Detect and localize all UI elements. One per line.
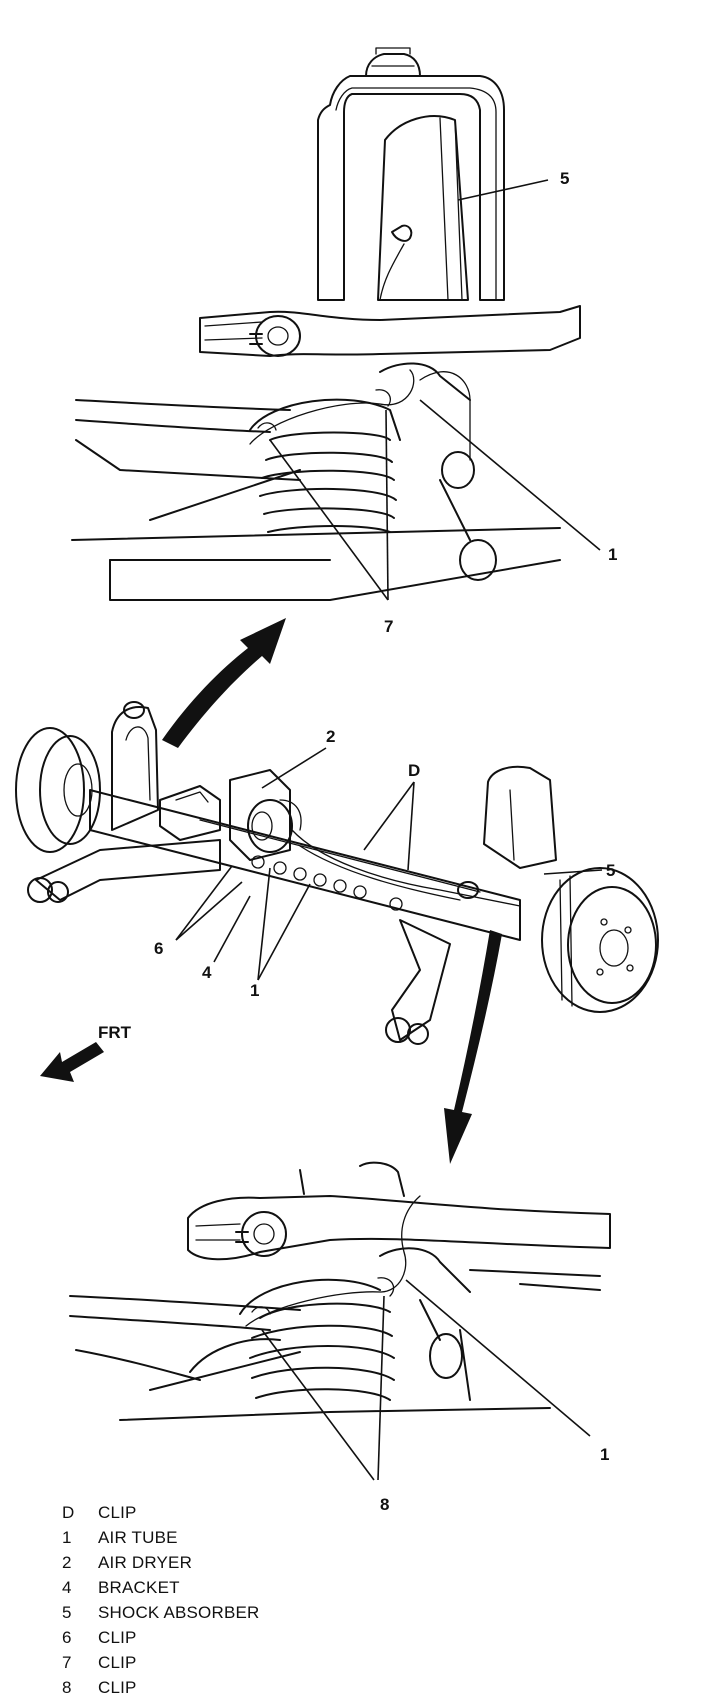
axle-callout-4: 4 [202,963,212,982]
front-label: FRT [98,1023,132,1042]
legend-row: 8 CLIP [62,1675,260,1700]
legend-row: 1 AIR TUBE [62,1525,260,1550]
top-callout-5: 5 [560,169,569,188]
legend-row: 6 CLIP [62,1625,260,1650]
arrow-down-icon [444,930,502,1164]
bottom-detail-view [69,1161,611,1421]
axle-callout-5: 5 [606,861,615,880]
parts-legend: D CLIP 1 AIR TUBE 2 AIR DRYER 4 BRACKET 5 SHO… [62,1500,260,1700]
legend-text: SHOCK ABSORBER [98,1602,260,1622]
legend-code: 8 [62,1677,72,1697]
legend-text: CLIP [98,1502,137,1522]
axle-assembly-view [15,701,659,1045]
axle-callout-2: 2 [326,727,335,746]
top-callout-7: 7 [384,617,393,636]
legend-row: 7 CLIP [62,1650,260,1675]
legend-code: 5 [62,1602,72,1622]
legend-text: AIR DRYER [98,1552,193,1572]
legend-code: 7 [62,1652,72,1672]
legend-row: 2 AIR DRYER [62,1550,260,1575]
legend-code: 1 [62,1527,72,1547]
bottom-callout-1: 1 [600,1445,609,1464]
top-detail-view [71,47,581,601]
arrow-up-icon [162,618,286,748]
legend-code: 4 [62,1577,72,1597]
legend-row: D CLIP [62,1500,260,1525]
axle-callout-d: D [408,761,420,780]
axle-callout-1: 1 [250,981,259,1000]
legend-text: CLIP [98,1652,137,1672]
legend-row: 4 BRACKET [62,1575,260,1600]
legend-text: CLIP [98,1627,137,1647]
legend-code: 2 [62,1552,72,1572]
bottom-callout-8: 8 [380,1495,389,1514]
top-callout-1: 1 [608,545,617,564]
legend-text: CLIP [98,1677,137,1697]
legend-code: D [62,1502,75,1522]
legend-code: 6 [62,1627,72,1647]
axle-callout-6: 6 [154,939,163,958]
legend-row: 5 SHOCK ABSORBER [62,1600,260,1625]
front-arrow-icon [40,1042,104,1082]
legend-text: AIR TUBE [98,1527,178,1547]
legend-text: BRACKET [98,1577,180,1597]
